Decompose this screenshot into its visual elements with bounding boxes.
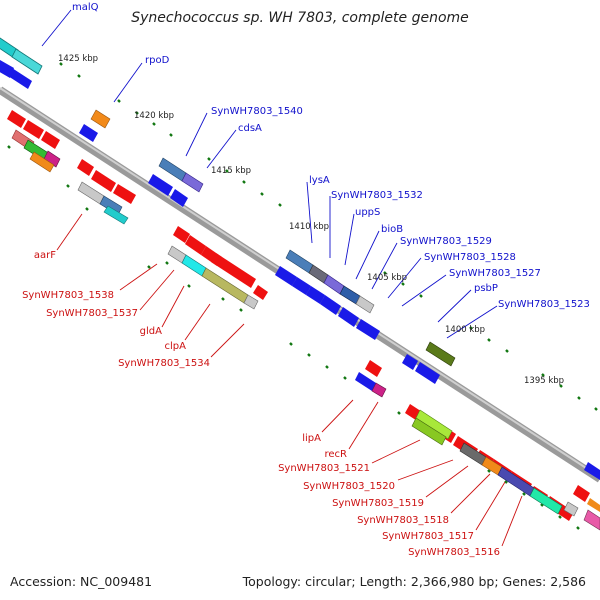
gene-label-synwh7803-1529[interactable]: SynWH7803_1529 bbox=[400, 236, 492, 247]
scale-label: 1420 kbp bbox=[134, 111, 174, 121]
gene-label-synwh7803-1532[interactable]: SynWH7803_1532 bbox=[331, 190, 423, 201]
gene-label-synwh7803-1517[interactable]: SynWH7803_1517 bbox=[382, 531, 474, 542]
scale-label: 1415 kbp bbox=[211, 166, 251, 176]
gene-label-aarF[interactable]: aarF bbox=[34, 250, 56, 261]
scale-label: 1425 kbp bbox=[58, 54, 98, 64]
topology-text: Topology: circular; Length: 2,366,980 bp… bbox=[242, 574, 586, 589]
gene-label-synwh7803-1520[interactable]: SynWH7803_1520 bbox=[303, 481, 395, 492]
forward-strand-genes bbox=[7, 110, 600, 531]
scale-ticks-upper bbox=[59, 62, 598, 411]
scale-label: 1405 kbp bbox=[367, 273, 407, 283]
gene-label-bioB[interactable]: bioB bbox=[381, 224, 403, 235]
reverse-gene-labels: malQ rpoD SynWH7803_1540 cdsA lysA SynWH… bbox=[72, 2, 590, 310]
gene-label-synwh7803-1516[interactable]: SynWH7803_1516 bbox=[408, 547, 500, 558]
gene-label-lysA[interactable]: lysA bbox=[309, 175, 330, 186]
map-title: Synechococcus sp. WH 7803, complete geno… bbox=[131, 10, 469, 26]
gene-label-synwh7803-1540[interactable]: SynWH7803_1540 bbox=[211, 106, 303, 117]
gene-label-cdsA[interactable]: cdsA bbox=[238, 123, 262, 134]
gene-label-synwh7803-1537[interactable]: SynWH7803_1537 bbox=[46, 308, 138, 319]
gene-label-lipA[interactable]: lipA bbox=[302, 433, 321, 444]
gene-label-malQ[interactable]: malQ bbox=[72, 2, 99, 13]
scale-labels: 1425 kbp 1420 kbp 1415 kbp 1410 kbp 1405… bbox=[58, 54, 564, 386]
gene-label-synwh7803-1527[interactable]: SynWH7803_1527 bbox=[449, 268, 541, 279]
gene-label-gldA[interactable]: gldA bbox=[140, 326, 162, 337]
forward-leader-lines bbox=[56, 213, 523, 547]
reverse-leader-lines bbox=[41, 9, 498, 339]
reverse-strand-genes bbox=[0, 37, 600, 480]
gene-label-recR[interactable]: recR bbox=[325, 449, 348, 460]
gene-label-synwh7803-1534[interactable]: SynWH7803_1534 bbox=[118, 358, 210, 369]
gene-label-synwh7803-1521[interactable]: SynWH7803_1521 bbox=[278, 463, 370, 474]
gene-label-synwh7803-1523[interactable]: SynWH7803_1523 bbox=[498, 299, 590, 310]
accession-text: Accession: NC_009481 bbox=[10, 574, 153, 589]
scale-label: 1395 kbp bbox=[524, 376, 564, 386]
gene-label-synwh7803-1518[interactable]: SynWH7803_1518 bbox=[357, 515, 449, 526]
gene-label-rpoD[interactable]: rpoD bbox=[145, 55, 170, 66]
forward-gene-labels: aarF SynWH7803_1538 SynWH7803_1537 gldA … bbox=[22, 250, 500, 558]
gene-label-synwh7803-1528[interactable]: SynWH7803_1528 bbox=[424, 252, 516, 263]
gene-label-psbP[interactable]: psbP bbox=[474, 283, 498, 294]
scale-ticks-lower bbox=[7, 145, 580, 530]
gene-label-synwh7803-1519[interactable]: SynWH7803_1519 bbox=[332, 498, 424, 509]
gene-label-synwh7803-1538[interactable]: SynWH7803_1538 bbox=[22, 290, 114, 301]
gene-label-uppS[interactable]: uppS bbox=[355, 207, 380, 218]
gene-label-clpA[interactable]: clpA bbox=[165, 341, 187, 352]
scale-label: 1410 kbp bbox=[289, 222, 329, 232]
scale-label: 1400 kbp bbox=[445, 325, 485, 335]
